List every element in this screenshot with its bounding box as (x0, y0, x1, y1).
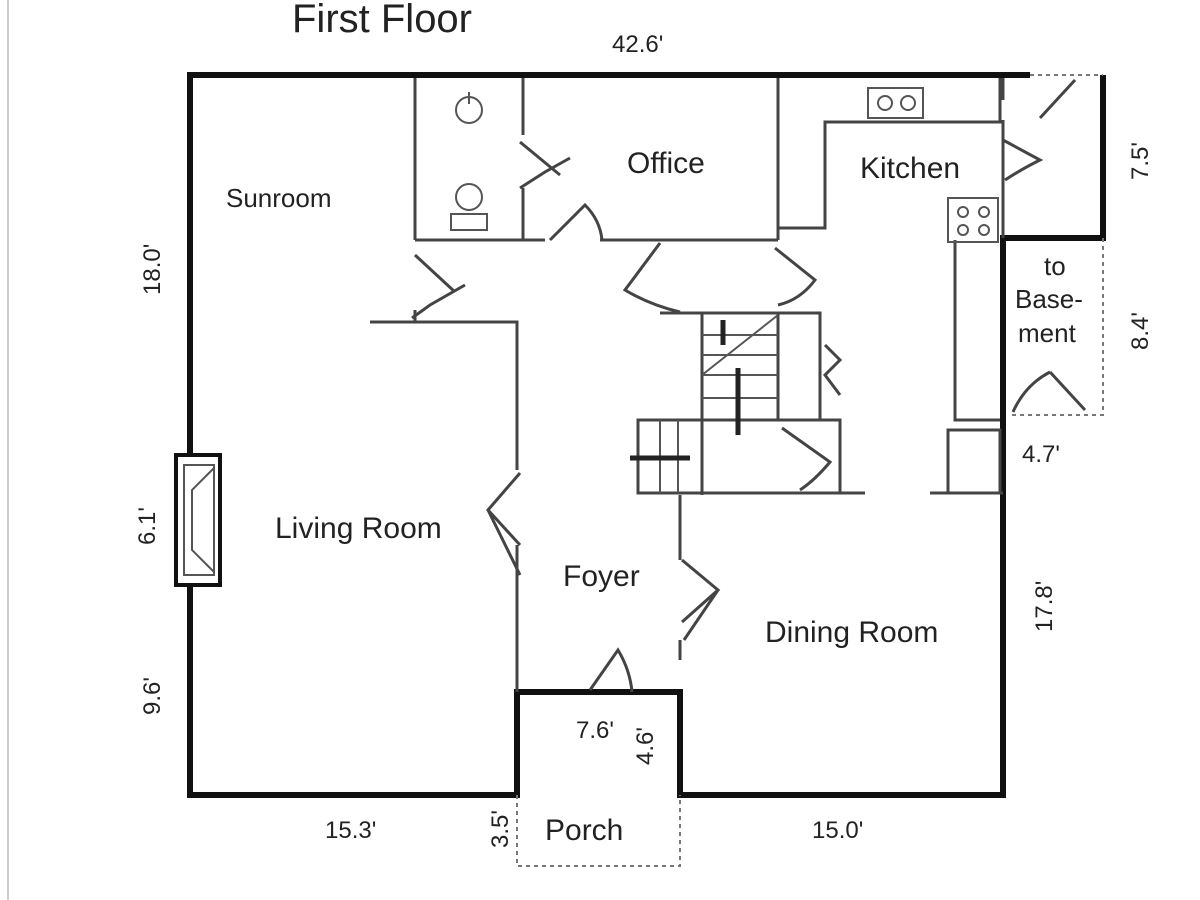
porch-outline (516, 795, 681, 867)
dim-porch-depth: 3.5' (487, 810, 514, 848)
room-label-foyer: Foyer (563, 560, 640, 593)
dim-bottom-left: 15.3' (325, 817, 376, 844)
interior-walls (370, 78, 1005, 692)
room-label-porch: Porch (545, 814, 623, 847)
room-label-kitchen: Kitchen (860, 152, 960, 185)
dim-right-top: 7.5' (1127, 142, 1154, 180)
fireplace (174, 453, 222, 587)
staircase (630, 311, 865, 495)
dim-top-width: 42.6' (612, 31, 663, 58)
page-title: First Floor (292, 0, 472, 41)
dim-right-basement: 8.4' (1127, 312, 1154, 350)
doors (411, 78, 1087, 693)
room-label-dining-room: Dining Room (765, 616, 938, 649)
dim-right-dining: 17.8' (1031, 581, 1058, 632)
basement-label-1: to (1044, 251, 1066, 281)
dim-left-fireplace: 6.1' (134, 507, 161, 545)
dim-left-bottom: 9.6' (139, 677, 166, 715)
basement-label-3: ment (1018, 318, 1077, 348)
dim-bottom-right: 15.0' (812, 817, 863, 844)
dim-left-top: 18.0' (139, 244, 166, 295)
room-label-living-room: Living Room (275, 512, 442, 545)
basement-label-2: Base- (1015, 284, 1083, 314)
room-label-office: Office (627, 147, 705, 180)
bathroom-fixtures (450, 92, 488, 231)
dim-entry-depth: 4.6' (632, 727, 659, 765)
room-label-sunroom: Sunroom (226, 183, 332, 213)
dim-entry-width: 7.6' (576, 717, 614, 744)
basement-outline (1010, 238, 1104, 416)
dim-basement-width: 4.7' (1022, 441, 1060, 468)
